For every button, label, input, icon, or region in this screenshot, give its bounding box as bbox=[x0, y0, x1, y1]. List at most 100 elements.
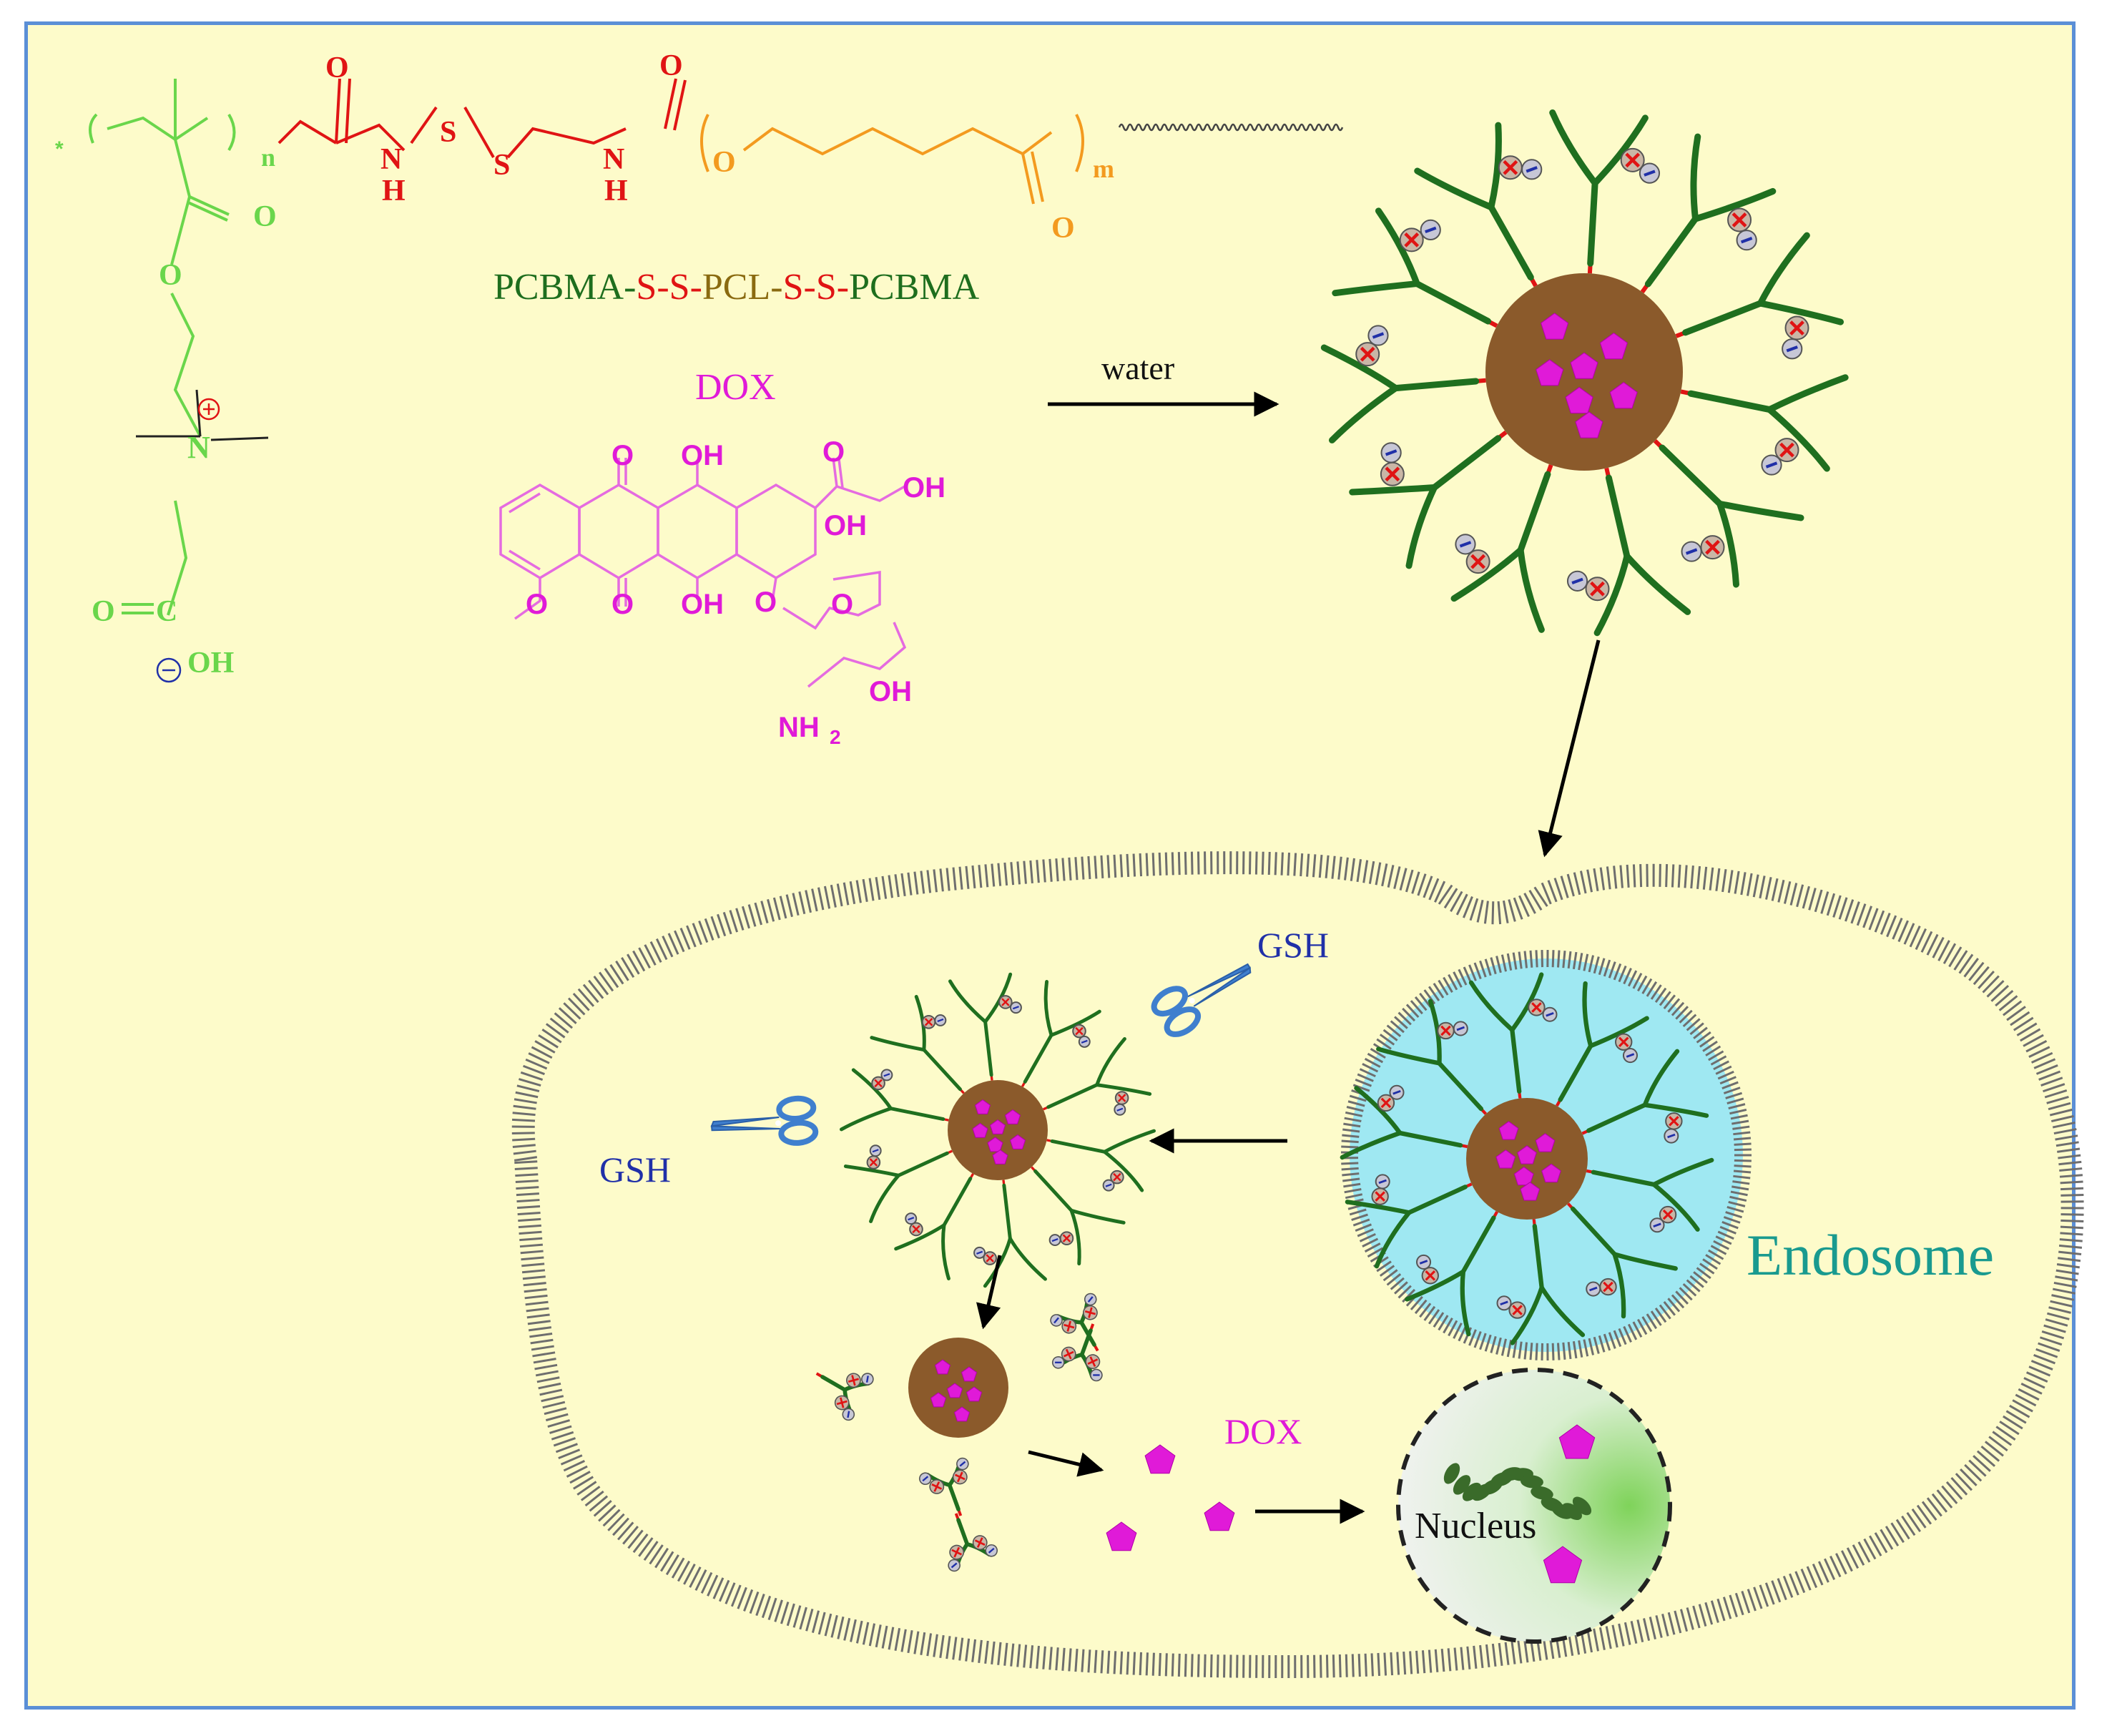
membrane-tick bbox=[1342, 1172, 1360, 1177]
positive-charge-icon bbox=[1508, 1301, 1526, 1319]
membrane-tick bbox=[1613, 1330, 1622, 1348]
membrane-tick bbox=[1352, 1218, 1370, 1227]
membrane-tick bbox=[1627, 970, 1638, 987]
membrane-tick bbox=[1419, 1303, 1432, 1318]
membrane-tick bbox=[1428, 878, 1440, 901]
linker-h2: H bbox=[604, 175, 628, 207]
membrane-tick bbox=[1789, 883, 1798, 906]
membrane-tick bbox=[1641, 978, 1653, 994]
dox-o-6: O bbox=[831, 589, 853, 620]
membrane-tick bbox=[991, 863, 996, 887]
membrane-tick bbox=[1003, 1642, 1008, 1666]
membrane-tick bbox=[1512, 952, 1518, 970]
membrane-tick bbox=[1341, 1162, 1359, 1165]
membrane-tick bbox=[1383, 1652, 1387, 1676]
membrane-tick bbox=[527, 1320, 551, 1325]
membrane-tick bbox=[1906, 1511, 1922, 1533]
membrane-tick bbox=[1557, 950, 1561, 968]
polymer-branch bbox=[948, 979, 988, 1024]
membrane-tick bbox=[1829, 1555, 1842, 1578]
membrane-tick bbox=[1453, 1647, 1458, 1671]
membrane-tick bbox=[1396, 1652, 1400, 1675]
membrane-tick bbox=[2028, 1365, 2051, 1377]
positive-charge-icon bbox=[871, 1076, 885, 1091]
membrane-tick bbox=[1710, 1245, 1727, 1255]
membrane-tick bbox=[836, 883, 843, 907]
membrane-tick bbox=[1722, 1597, 1732, 1619]
polymer-name-part: PCBMA- bbox=[493, 267, 636, 308]
membrane-tick bbox=[805, 890, 812, 913]
membrane-tick bbox=[1402, 1288, 1416, 1303]
membrane-tick bbox=[1608, 1332, 1616, 1349]
positive-charge-icon bbox=[846, 1373, 861, 1388]
membrane-tick bbox=[1016, 1644, 1021, 1667]
membrane-tick bbox=[1726, 1097, 1744, 1104]
membrane-tick bbox=[1731, 1119, 1749, 1125]
membrane-tick bbox=[1491, 1643, 1497, 1667]
dox-molecule bbox=[1204, 1501, 1235, 1531]
negative-charge-icon bbox=[985, 1544, 998, 1557]
membrane-tick bbox=[598, 1504, 617, 1522]
membrane-tick bbox=[2040, 1077, 2063, 1087]
membrane-tick bbox=[1355, 1223, 1372, 1232]
negative-charge-icon bbox=[905, 1212, 918, 1225]
membrane-tick bbox=[1671, 1294, 1685, 1309]
arrow-to-core bbox=[976, 1255, 1002, 1330]
membrane-tick bbox=[1654, 987, 1667, 1004]
membrane-tick bbox=[1562, 951, 1566, 968]
membrane-tick bbox=[518, 1217, 541, 1222]
membrane-tick bbox=[1730, 1114, 1748, 1120]
membrane-tick bbox=[1731, 1185, 1749, 1191]
membrane-tick bbox=[1932, 936, 1945, 958]
membrane-tick bbox=[1347, 1100, 1365, 1107]
polymer-branch bbox=[1374, 1210, 1412, 1269]
membrane-tick bbox=[1806, 1566, 1818, 1589]
polymer-branch bbox=[1450, 546, 1524, 602]
scissors-icon bbox=[710, 1095, 819, 1146]
membrane-tick bbox=[1623, 1325, 1632, 1343]
membrane-tick bbox=[1968, 961, 1985, 981]
membrane-tick bbox=[1915, 928, 1927, 951]
membrane-tick bbox=[1846, 1547, 1860, 1569]
positive-charge-icon bbox=[1620, 147, 1645, 172]
membrane-tick bbox=[1733, 1137, 1752, 1141]
negative-charge-icon bbox=[1048, 1234, 1061, 1247]
positive-charge-icon bbox=[1700, 535, 1725, 560]
positive-charge-icon bbox=[1059, 1231, 1074, 1246]
membrane-tick bbox=[1100, 855, 1104, 878]
membrane-tick bbox=[1759, 876, 1766, 899]
membrane-tick bbox=[1659, 1304, 1671, 1320]
membrane-tick bbox=[792, 893, 800, 916]
polymer-fragment bbox=[948, 1513, 998, 1572]
membrane-tick bbox=[1171, 1653, 1174, 1677]
membrane-tick bbox=[2038, 1070, 2061, 1081]
membrane-tick bbox=[1399, 868, 1408, 891]
membrane-tick bbox=[1583, 953, 1589, 971]
membrane-tick bbox=[514, 1098, 537, 1104]
polymer-arm bbox=[1050, 1139, 1106, 1154]
negative-charge-icon bbox=[1415, 1254, 1432, 1270]
membrane-tick bbox=[855, 880, 862, 903]
positive-charge-icon bbox=[952, 1469, 968, 1485]
dox-molecule bbox=[953, 1406, 971, 1422]
membrane-tick bbox=[1759, 1584, 1769, 1607]
membrane-tick bbox=[1293, 853, 1297, 876]
membrane-tick bbox=[1350, 858, 1355, 881]
polymer-arm bbox=[1586, 1102, 1648, 1133]
membrane-tick bbox=[1010, 1643, 1015, 1667]
membrane-tick bbox=[760, 901, 769, 923]
positive-charge-icon bbox=[197, 398, 220, 421]
polymer-branch bbox=[1328, 385, 1399, 443]
dox-nh2: NH bbox=[778, 712, 820, 743]
membrane-tick bbox=[1287, 853, 1290, 876]
membrane-tick bbox=[1903, 923, 1915, 945]
membrane-tick bbox=[1458, 968, 1468, 986]
membrane-tick bbox=[2052, 1121, 2076, 1129]
membrane-tick bbox=[1359, 1068, 1376, 1078]
membrane-tick bbox=[1909, 925, 1921, 948]
membrane-tick bbox=[792, 1605, 802, 1628]
membrane-tick bbox=[2016, 1022, 2038, 1036]
membrane-tick bbox=[1659, 991, 1671, 1006]
membrane-tick bbox=[907, 872, 913, 896]
membrane-tick bbox=[1081, 1649, 1085, 1672]
